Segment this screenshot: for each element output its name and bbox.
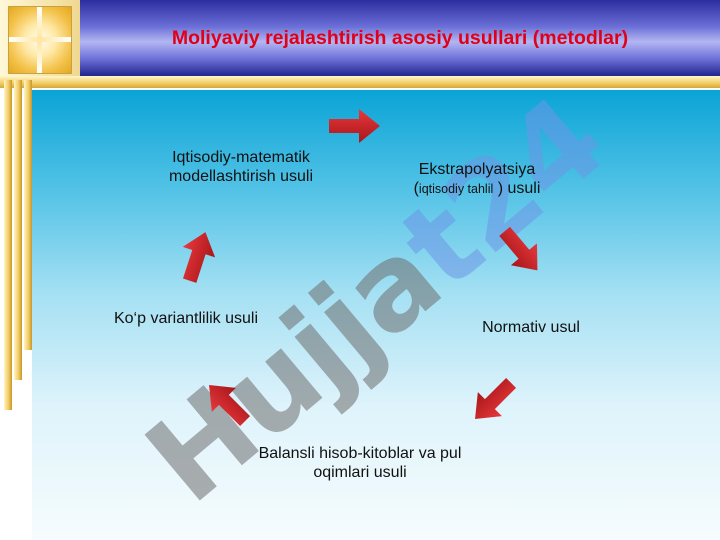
arrow-down-left-icon	[475, 377, 517, 419]
node-ekstrapolyatsiya: Ekstrapolyatsiya (iqtisodiy tahlil ) usu…	[372, 160, 582, 199]
gold-strip-horizontal	[0, 76, 720, 88]
gold-strip-vertical-2	[14, 80, 22, 380]
node-iqtisodiy-matematik: Iqtisodiy-matematik modellashtirish usul…	[168, 149, 314, 185]
node-ekstrapolyatsiya-main: Ekstrapolyatsiya	[418, 161, 536, 178]
corner-ornament	[0, 0, 80, 82]
arrow-up-left-icon	[209, 385, 251, 427]
node-ekstrapolyatsiya-small: iqtisodiy tahlil	[418, 182, 494, 196]
slide-title: Moliyaviy rejalashtirish asosiy usullari…	[171, 26, 629, 49]
title-bar: Moliyaviy rejalashtirish asosiy usullari…	[80, 0, 720, 76]
node-ekstrapolyatsiya-open: (	[413, 180, 419, 197]
arrow-right-icon	[329, 109, 380, 143]
gold-strip-vertical-3	[24, 80, 32, 350]
content-panel	[32, 90, 720, 540]
node-balansli: Balansli hisob-kitoblar va pul oqimlari …	[258, 445, 462, 481]
node-kop-variantlilik: Ko‘p variantlilik usuli	[113, 310, 259, 327]
gold-strip-vertical-1	[4, 80, 12, 410]
corner-emblem	[8, 6, 72, 74]
node-normativ: Normativ usul	[482, 319, 580, 336]
arrow-down-right-icon	[499, 226, 538, 271]
arrow-up-icon	[182, 232, 216, 283]
node-ekstrapolyatsiya-close: ) usuli	[493, 180, 541, 197]
